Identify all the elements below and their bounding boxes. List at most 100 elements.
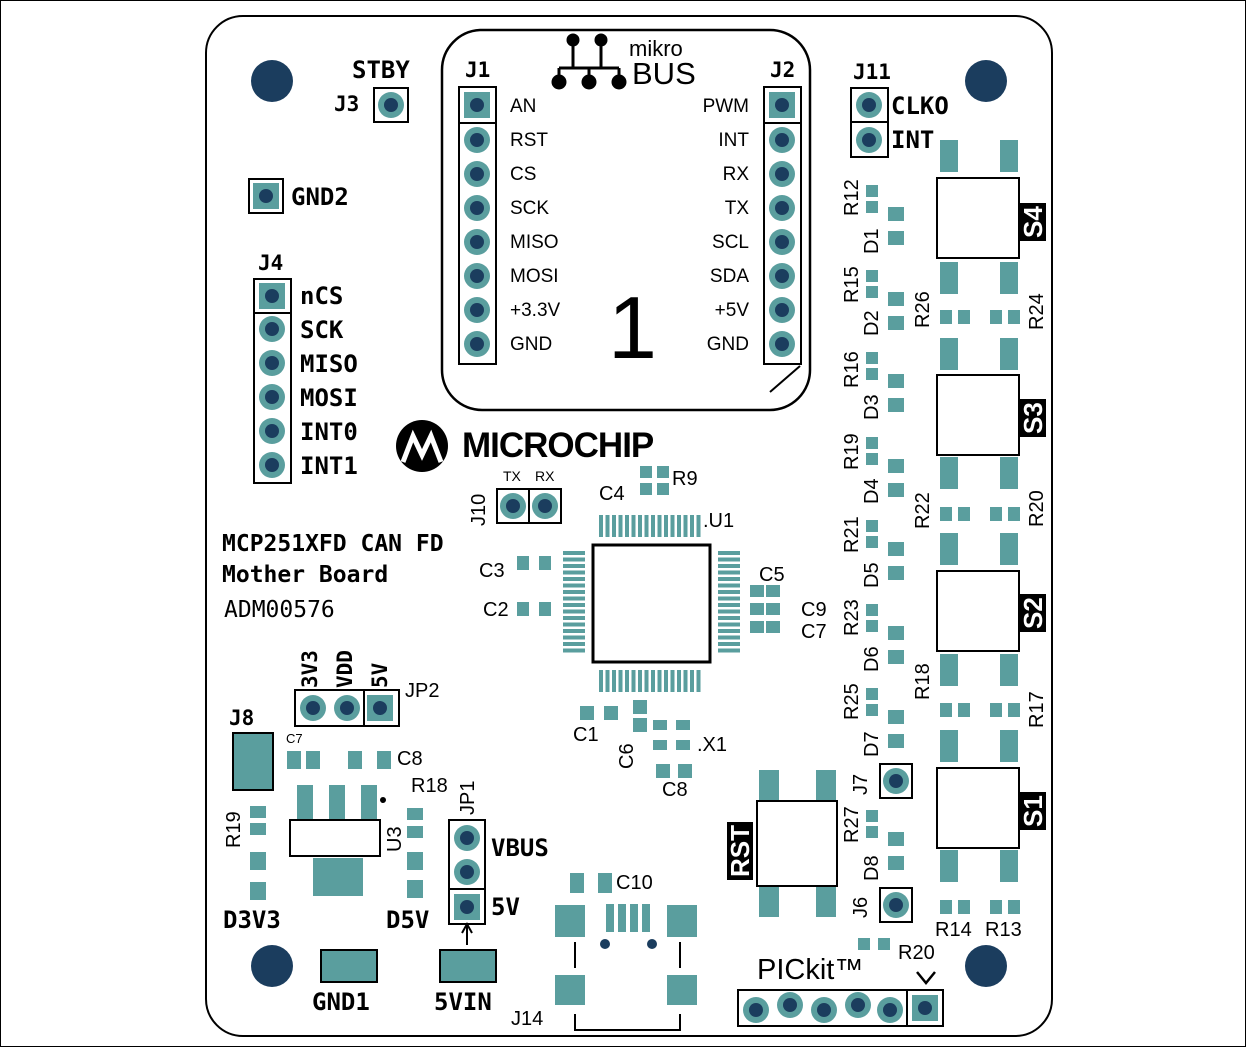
r19-regulator-label: R19 [223, 811, 245, 848]
resistor-pad [1008, 507, 1020, 521]
u3-regulator [297, 785, 377, 896]
u1-pin [718, 622, 740, 627]
resistor-pad [866, 604, 878, 616]
crystal-pad [653, 740, 667, 750]
u1-pin [718, 603, 740, 607]
u1-pin [657, 670, 662, 692]
capacitor-pad [580, 706, 594, 720]
u1-pin [563, 622, 585, 627]
pickit-label: PICkit™ [757, 954, 864, 986]
r16-label: R16 [841, 351, 863, 388]
j10-tx-label: TX [503, 468, 521, 484]
capacitor-pad [750, 585, 764, 597]
u1-pin [670, 670, 675, 692]
resistor-pad [990, 703, 1002, 717]
u1-chip [563, 515, 740, 692]
crystal-pad [676, 720, 690, 730]
s4-label: S4 [1018, 203, 1048, 241]
x1-label: .X1 [697, 734, 728, 756]
u1-pin [718, 551, 740, 555]
j2-pin-label: TX [724, 198, 749, 219]
mikrobus-label-top: mikro [629, 36, 683, 61]
capacitor-pad [656, 764, 670, 778]
resistor-pad [866, 453, 878, 465]
resistor-pad [866, 704, 878, 716]
u1-pin [612, 670, 616, 692]
capacitor-pad [517, 556, 529, 570]
r20-pickit-label: R20 [898, 942, 935, 964]
j4-pin-label: nCS [300, 282, 344, 310]
jp2-pin-label: VDD [333, 650, 357, 688]
mounting-hole-bl [251, 945, 293, 987]
j2-pin-label: GND [706, 334, 749, 355]
j4-pin-label: MOSI [300, 384, 358, 412]
u1-pin [563, 577, 585, 581]
u1-pin [563, 570, 585, 575]
u1-pin [605, 670, 610, 692]
c8-label: C8 [662, 779, 688, 801]
led-pad [888, 398, 904, 412]
u1-pin [563, 642, 585, 646]
microchip-logo-mark [396, 420, 448, 472]
u1-pin [563, 629, 585, 633]
c2-label: C2 [483, 599, 509, 621]
j14-label: J14 [511, 1008, 544, 1030]
u1-pin [618, 515, 623, 537]
capacitor-pad [657, 483, 669, 495]
u1-pin [563, 583, 585, 588]
resistor-pad [866, 286, 878, 298]
r19-label: R19 [841, 433, 863, 470]
u1-pin [670, 515, 675, 537]
j8-label: J8 [229, 706, 255, 730]
resistor-pad [940, 507, 952, 521]
j1-pin-label: GND [510, 334, 553, 355]
u1-pin [718, 564, 740, 568]
resistor-pad [958, 310, 970, 324]
resistor-pad [990, 310, 1002, 324]
c7-label: C7 [801, 621, 827, 643]
c7-regulator-label: C7 [286, 731, 303, 746]
r15-label: R15 [841, 266, 863, 303]
j2-pin-label: RX [722, 164, 749, 185]
pcb-outline [205, 15, 1053, 1037]
j2-label: J2 [770, 58, 796, 82]
j10-label: J10 [468, 493, 490, 526]
j4-pin-label: INT1 [300, 452, 358, 480]
c1-label: C1 [573, 724, 599, 746]
c10-label: C10 [616, 872, 653, 894]
resistor-pad [990, 507, 1002, 521]
u1-pin [718, 609, 740, 614]
led-pad [888, 374, 904, 388]
capacitor-pad [539, 602, 551, 616]
capacitor-pad [604, 706, 618, 720]
resistor-pad [940, 310, 952, 324]
resistor-pad [866, 368, 878, 380]
capacitor-pad [766, 621, 780, 633]
r17-label: R17 [1026, 691, 1048, 728]
u1-pin [683, 670, 688, 692]
led-pad [888, 231, 904, 245]
u1-pin [651, 670, 655, 692]
rst-switch-label: RST [725, 822, 755, 880]
u1-pin [718, 635, 740, 640]
mounting-hole-tr [965, 60, 1007, 102]
u1-pin [718, 596, 740, 601]
r22-label: R22 [912, 492, 934, 529]
u1-pin [563, 590, 585, 594]
jp1-pin-label: 5V [491, 893, 520, 921]
u1-pin [563, 564, 585, 568]
capacitor-pad [633, 718, 647, 732]
j4-pin-label: SCK [300, 316, 344, 344]
r27-label: R27 [841, 806, 863, 843]
u1-pin [563, 603, 585, 607]
r20-label: R20 [1026, 490, 1048, 527]
u1-pin [631, 515, 636, 537]
jp2-pin-label: 3V3 [298, 650, 322, 688]
usb-connector [555, 904, 697, 1005]
c3-label: C3 [479, 560, 505, 582]
u1-pin [563, 551, 585, 555]
u1-pin [664, 670, 668, 692]
j11-label: J11 [853, 60, 891, 84]
u1-pin [696, 670, 701, 692]
u3-label: U3 [384, 826, 406, 852]
